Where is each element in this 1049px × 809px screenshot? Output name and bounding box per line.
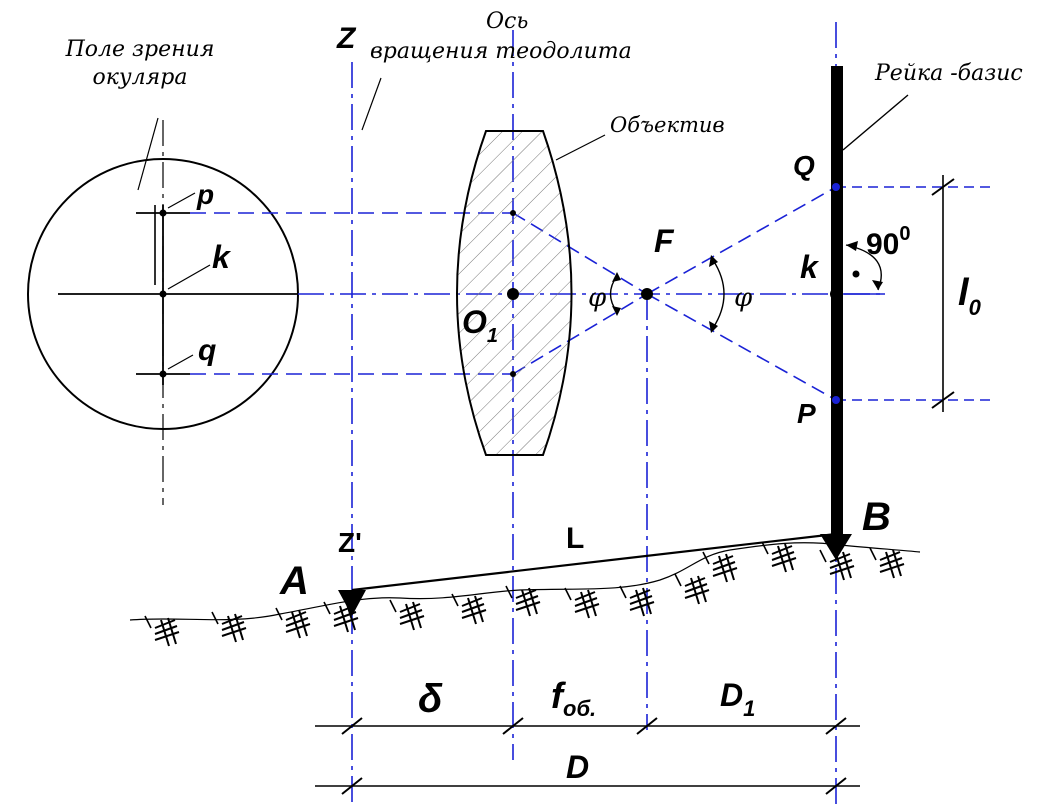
distance-dimensions (315, 717, 860, 795)
axis-title-line1: Ось (486, 9, 528, 34)
eyepiece-field-label-line1: Поле зрения (65, 37, 215, 62)
label-L: L (566, 522, 584, 555)
label-B: B (862, 495, 891, 539)
label-Q: Q (793, 150, 815, 181)
focus-point (609, 255, 725, 333)
label-A: A (279, 559, 309, 603)
label-k-right: k (800, 249, 820, 285)
label-delta: δ (418, 677, 443, 721)
staff-rod (830, 66, 909, 536)
label-f-ob: fоб. (551, 675, 596, 721)
label-l0: l0 (958, 272, 982, 320)
label-P: P (797, 398, 816, 429)
angle-label: 900 (866, 223, 911, 261)
label-F: F (654, 223, 675, 259)
label-Z-prime: Z' (338, 527, 362, 558)
construction-lines (190, 22, 990, 805)
objective-label: Объектив (610, 113, 725, 137)
label-k-left: k (212, 239, 232, 275)
axis-title-leader (361, 77, 382, 131)
label-phi-right: φ (734, 283, 753, 313)
label-Z: Z (336, 22, 357, 55)
eyepiece-field-label-line2: окуляра (93, 65, 188, 90)
objective-lens (456, 130, 606, 456)
label-p: p (196, 179, 214, 210)
l0-dimension (931, 175, 955, 412)
label-phi-left: φ (588, 283, 607, 313)
label-q: q (198, 334, 216, 367)
label-D1: D1 (720, 677, 755, 721)
label-O1: O1 (462, 304, 498, 347)
eyepiece-field (27, 117, 299, 505)
staff-label: Рейка -базис (874, 61, 1023, 86)
axis-title-line2: вращения теодолита (370, 39, 632, 64)
label-D: D (566, 749, 589, 785)
ground (129, 532, 921, 647)
